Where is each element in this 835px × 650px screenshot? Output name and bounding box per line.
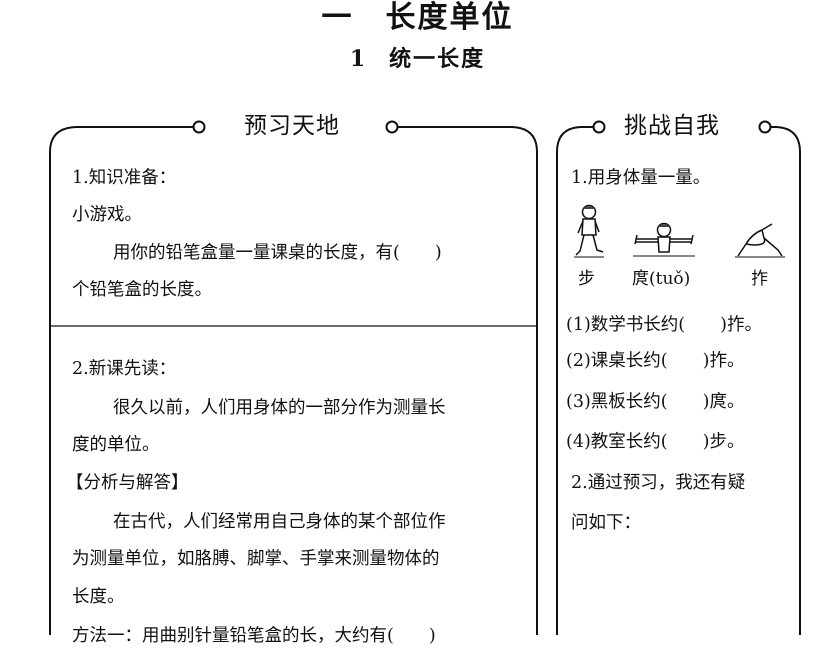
right-panel-title: 挑战自我 bbox=[620, 111, 724, 141]
game-question-line1: 用你的铅笔盒量一量课桌的长度，有( ) bbox=[113, 243, 442, 263]
exercise-item-1: (1)数学书长约( )拃。 bbox=[566, 315, 762, 335]
answer-line4-cutoff: 方法一：用曲别针量铅笔盒的长，大约有( ) bbox=[72, 626, 436, 646]
chapter-title: 一 长度单位 bbox=[321, 0, 514, 35]
left-title-circle-l bbox=[192, 120, 206, 134]
preview-line1: 很久以前，人们用身体的一部分作为测量长 bbox=[113, 398, 446, 418]
right-title-circle-r bbox=[758, 120, 772, 134]
preview-heading: 2.新课先读： bbox=[72, 359, 177, 379]
q2-line1: 2.通过预习，我还有疑 bbox=[571, 473, 746, 493]
left-panel-title: 预习天地 bbox=[240, 111, 344, 141]
q2-line2: 问如下： bbox=[571, 513, 641, 533]
answer-line3: 长度。 bbox=[72, 587, 125, 607]
figure-label-tuo: 庹(tuǒ) bbox=[632, 269, 691, 289]
arms-stretched-child-icon bbox=[633, 222, 695, 257]
game-question-line2: 个铅笔盒的长度。 bbox=[72, 280, 212, 300]
figure-label-step: 步 bbox=[578, 269, 595, 289]
left-title-circle-r bbox=[385, 120, 399, 134]
hand-span-icon bbox=[735, 223, 785, 258]
exercise-item-3: (3)黑板长约( )庹。 bbox=[566, 392, 745, 412]
analysis-heading: 【分析与解答】 bbox=[66, 473, 189, 493]
panel-frames bbox=[49, 120, 801, 635]
lesson-number: 1 bbox=[349, 46, 368, 72]
answer-line2: 为测量单位，如胳膊、脚掌、手掌来测量物体的 bbox=[72, 549, 440, 569]
game-label: 小游戏。 bbox=[72, 205, 142, 225]
knowledge-heading: 1.知识准备： bbox=[72, 168, 177, 188]
right-title-circle-l bbox=[592, 120, 606, 134]
figure-label-zha: 拃 bbox=[751, 269, 768, 289]
exercise-item-2: (2)课桌长约( )拃。 bbox=[566, 351, 745, 371]
lesson-title-text: 统一长度 bbox=[389, 47, 486, 72]
q1-heading: 1.用身体量一量。 bbox=[571, 168, 711, 188]
right-panel-frame bbox=[556, 126, 801, 635]
preview-line2: 度的单位。 bbox=[72, 435, 160, 455]
answer-line1: 在古代，人们经常用自己身体的某个部位作 bbox=[113, 512, 446, 532]
left-panel-frame bbox=[49, 126, 538, 635]
lesson-title: 1 统一长度 bbox=[0, 42, 835, 77]
exercise-item-4: (4)教室长约( )步。 bbox=[566, 432, 745, 452]
walking-child-icon bbox=[574, 204, 604, 258]
